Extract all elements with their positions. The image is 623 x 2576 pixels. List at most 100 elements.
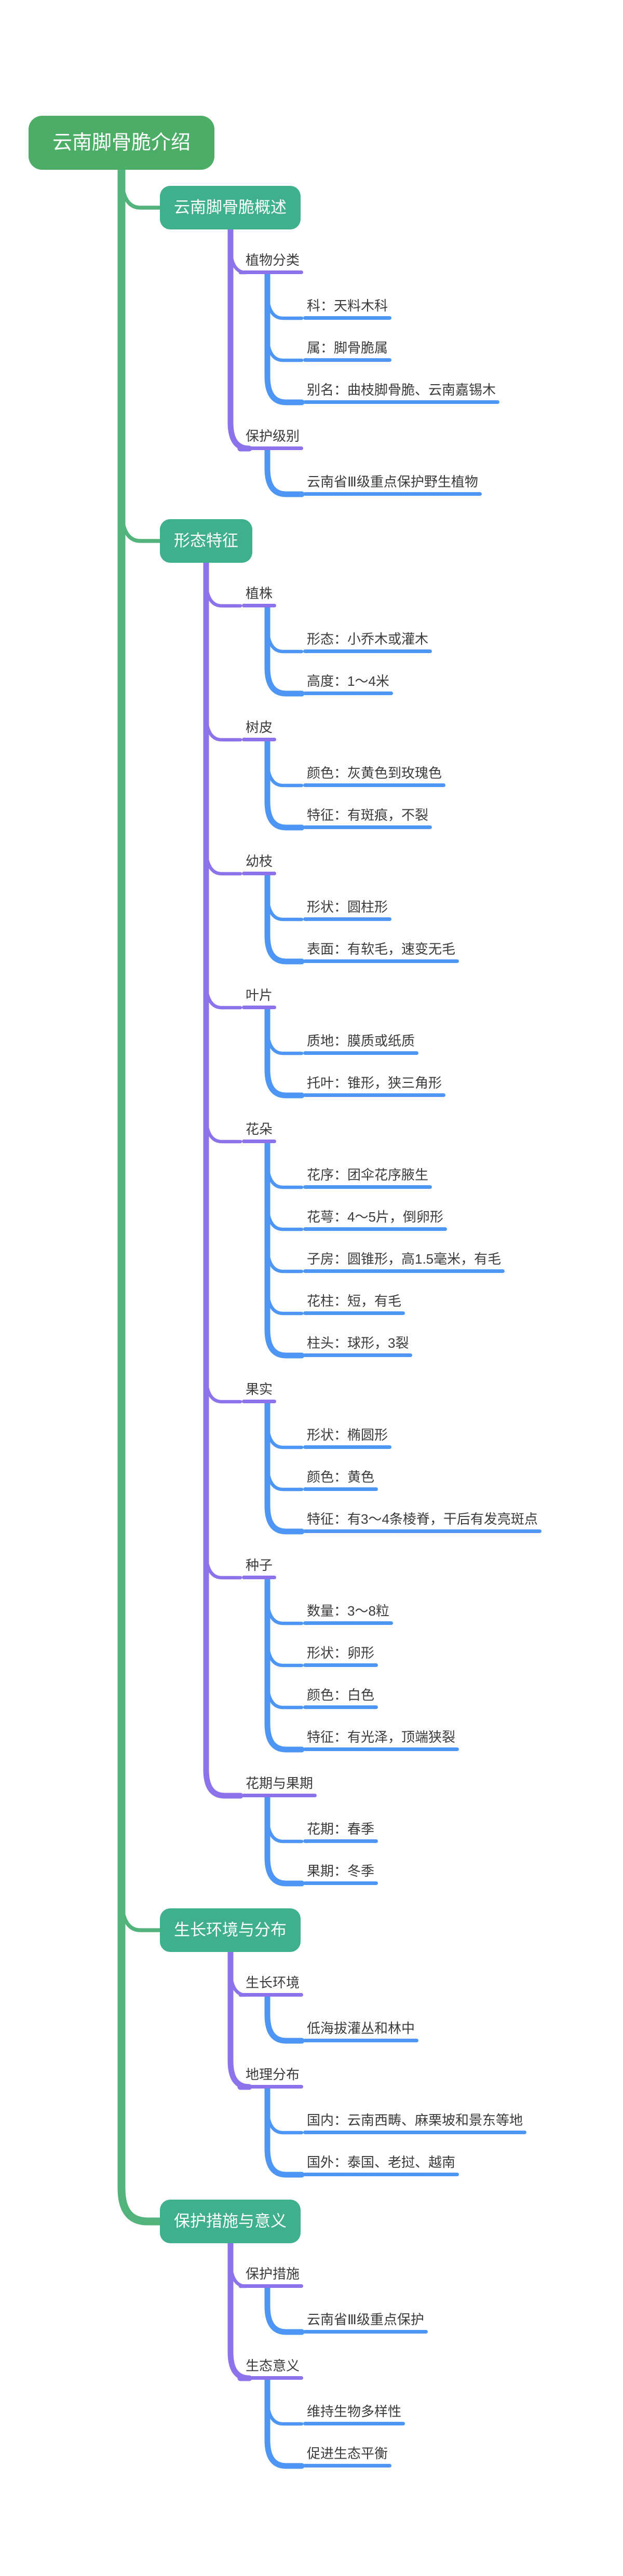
topic-node[interactable]: 地理分布 [242, 2065, 304, 2089]
topic-node[interactable]: 花期与果期 [242, 1774, 317, 1797]
topic-node[interactable]: 植物分类 [242, 251, 304, 274]
leaf-node[interactable]: 特征：有斑痕，不裂 [303, 806, 432, 829]
leaf-node[interactable]: 质地：膜质或纸质 [303, 1032, 419, 1055]
connector-line [264, 2376, 305, 2469]
leaf-node[interactable]: 数量：3～8粒 [303, 1602, 393, 1625]
branch-node[interactable]: 形态特征 [160, 519, 252, 563]
leaf-node[interactable]: 表面：有软毛，速变无毛 [303, 940, 459, 963]
leaf-node-underline [303, 649, 432, 653]
leaf-node[interactable]: 形状：椭圆形 [303, 1426, 392, 1449]
topic-node-underline [242, 604, 277, 607]
connector-line [264, 2284, 305, 2335]
leaf-node-underline [303, 959, 459, 963]
topic-node-label: 花期与果期 [246, 1775, 314, 1791]
leaf-node[interactable]: 形状：圆柱形 [303, 898, 392, 921]
leaf-node-underline [303, 825, 432, 829]
leaf-node[interactable]: 花期：春季 [303, 1820, 378, 1843]
leaf-node[interactable]: 颜色：灰黄色到玫瑰色 [303, 764, 446, 787]
leaf-node-underline [303, 2173, 459, 2176]
leaf-node-underline [303, 1093, 446, 1097]
topic-node[interactable]: 植株 [242, 584, 277, 607]
branch-node[interactable]: 保护措施与意义 [160, 2200, 301, 2243]
topic-node[interactable]: 叶片 [242, 986, 277, 1009]
leaf-node[interactable]: 花萼：4～5片，倒卵形 [303, 1208, 447, 1231]
topic-node-label: 果实 [246, 1381, 273, 1397]
leaf-node-underline [303, 400, 500, 404]
leaf-node[interactable]: 高度：1～4米 [303, 672, 393, 695]
leaf-node[interactable]: 云南省Ⅲ级重点保护野生植物 [303, 472, 482, 496]
topic-node[interactable]: 果实 [242, 1380, 277, 1403]
leaf-node[interactable]: 国外：泰国、老挝、越南 [303, 2153, 459, 2176]
leaf-node[interactable]: 形态：小乔木或灌木 [303, 630, 432, 653]
topic-node[interactable]: 种子 [242, 1556, 277, 1579]
topic-node-label: 叶片 [246, 987, 273, 1003]
topic-node[interactable]: 生长环境 [242, 1973, 304, 1997]
leaf-node-label: 质地：膜质或纸质 [307, 1033, 415, 1049]
leaf-node-label: 花柱：短，有毛 [307, 1293, 402, 1309]
leaf-node-underline [303, 2039, 419, 2042]
leaf-node-label: 果期：冬季 [307, 1863, 375, 1879]
leaf-node[interactable]: 促进生态平衡 [303, 2444, 392, 2467]
leaf-node[interactable]: 托叶：锥形，狭三角形 [303, 1074, 446, 1097]
leaf-node-underline [303, 358, 392, 362]
leaf-node[interactable]: 维持生物多样性 [303, 2402, 405, 2425]
leaf-node[interactable]: 国内：云南西畴、麻栗坡和景东等地 [303, 2111, 527, 2134]
topic-node[interactable]: 树皮 [242, 718, 277, 741]
leaf-node[interactable]: 果期：冬季 [303, 1862, 378, 1885]
topic-node-underline [242, 2376, 304, 2380]
leaf-node[interactable]: 柱头：球形，3裂 [303, 1334, 413, 1357]
topic-node[interactable]: 保护级别 [242, 427, 304, 450]
leaf-node-underline [303, 1227, 447, 1231]
topic-node[interactable]: 花朵 [242, 1120, 277, 1143]
leaf-node-label: 表面：有软毛，速变无毛 [307, 941, 456, 957]
leaf-node-label: 国内：云南西畴、麻栗坡和景东等地 [307, 2112, 523, 2128]
topic-node-underline [242, 738, 277, 741]
connector-line [264, 1400, 305, 1535]
branch-node[interactable]: 生长环境与分布 [160, 1908, 301, 1952]
connector-line [203, 558, 243, 1799]
leaf-node-underline [303, 1353, 413, 1357]
leaf-node-underline [303, 1445, 392, 1449]
leaf-node[interactable]: 特征：有3～4条棱脊，干后有发亮斑点 [303, 1510, 541, 1533]
leaf-node[interactable]: 子房：圆锥形，高1.5毫米，有毛 [303, 1250, 505, 1273]
leaf-node-underline [303, 1529, 541, 1533]
branch-node[interactable]: 云南脚骨脆概述 [160, 186, 301, 229]
leaf-node[interactable]: 科：天料木科 [303, 296, 392, 320]
topic-node[interactable]: 保护措施 [242, 2265, 304, 2288]
connector-line [119, 505, 168, 543]
leaf-node[interactable]: 花序：团伞花序腋生 [303, 1165, 432, 1189]
leaf-node[interactable]: 颜色：黄色 [303, 1468, 378, 1491]
leaf-node[interactable]: 别名：曲枝脚骨脆、云南嘉锡木 [303, 381, 500, 404]
leaf-node-label: 科：天料木科 [307, 298, 388, 314]
leaf-node[interactable]: 低海拔灌丛和林中 [303, 2019, 419, 2042]
topic-node[interactable]: 生态意义 [242, 2356, 304, 2380]
mindmap-root-node[interactable]: 云南脚骨脆介绍 [29, 116, 215, 170]
leaf-node[interactable]: 花柱：短，有毛 [303, 1292, 405, 1315]
leaf-node-underline [303, 1487, 378, 1491]
topic-node-underline [242, 446, 304, 450]
topic-node-underline [242, 872, 277, 875]
topic-node[interactable]: 幼枝 [242, 852, 277, 875]
leaf-node-label: 花期：春季 [307, 1821, 375, 1837]
leaf-node-underline [303, 316, 392, 320]
topic-node-label: 保护措施 [246, 2266, 300, 2282]
topic-node-underline [242, 2284, 304, 2288]
leaf-node[interactable]: 形状：卵形 [303, 1644, 378, 1667]
topic-node-underline [242, 1140, 277, 1143]
topic-node-label: 植物分类 [246, 252, 300, 268]
leaf-node[interactable]: 属：脚骨脆属 [303, 338, 392, 362]
leaf-node-label: 国外：泰国、老挝、越南 [307, 2154, 456, 2170]
topic-node-label: 生态意义 [246, 2358, 300, 2374]
leaf-node-underline [303, 1269, 505, 1273]
leaf-node-underline [303, 2464, 392, 2467]
topic-node-label: 保护级别 [246, 428, 300, 444]
connector-line [264, 1576, 305, 1753]
leaf-node[interactable]: 颜色：白色 [303, 1686, 378, 1709]
leaf-node[interactable]: 云南省Ⅲ级重点保护 [303, 2310, 428, 2334]
topic-node-label: 树皮 [246, 720, 273, 735]
leaf-node[interactable]: 特征：有光泽，顶端狭裂 [303, 1728, 459, 1751]
leaf-node-underline [303, 1185, 432, 1189]
leaf-node-underline [303, 1705, 378, 1709]
topic-node-underline [242, 1993, 304, 1997]
